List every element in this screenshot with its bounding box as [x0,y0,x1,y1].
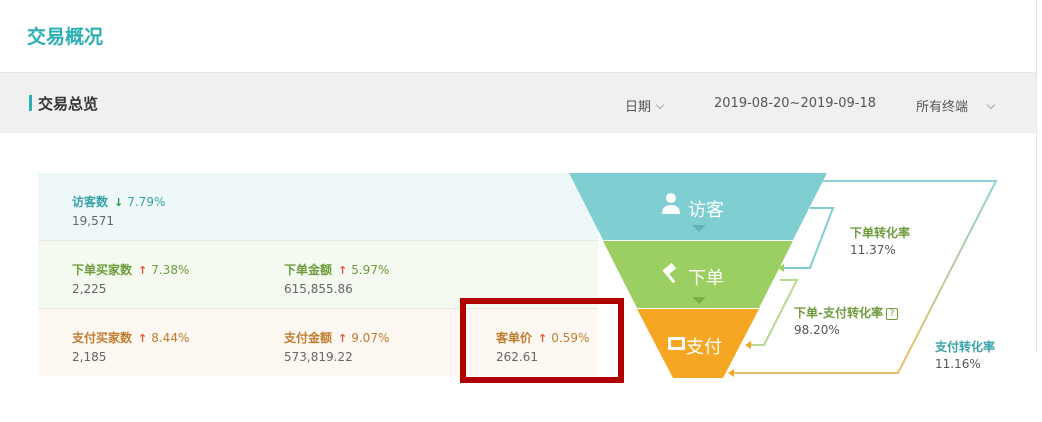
metric-change: 5.97% [351,263,390,277]
user-icon [662,193,680,214]
metric-value: 615,855.86 [284,282,353,296]
funnel-label-visitors: 访客 [688,200,724,221]
metric-value: 2,225 [72,282,107,296]
page-title: 交易概况 [27,26,104,48]
wallet-icon [668,337,685,350]
order-conversion: 下单转化率 11.37% [850,224,910,257]
arrow-up-icon: ↑ [138,264,148,277]
arrow-up-icon: ↑ [138,332,148,345]
funnel-stage-orders [603,241,793,308]
date-range-value: 2019-08-20~2019-09-18 [714,96,876,111]
metric-label: 下单买家数 [72,263,133,277]
triangle-down-icon [692,225,706,232]
metric-change: 7.79% [127,195,166,209]
panel-border [1036,0,1037,352]
orders-row [38,241,598,308]
metric-label: 支付买家数 [72,331,133,345]
conversion-name: 下单-支付转化率? [794,304,898,321]
metric-label: 访客数 [72,195,109,209]
metric-pay-buyers: 支付买家数 ↑8.44% 2,185 [72,329,189,364]
arrow-up-icon: ↑ [338,264,348,277]
header-divider [0,72,1036,73]
payments-row [38,309,598,376]
metric-value: 2,185 [72,350,107,364]
metric-unit-price: 客单价 ↑0.59% 262.61 [496,329,589,364]
metric-pay-amount: 支付金额 ↑9.07% 573,819.22 [284,329,389,364]
overview-header: 交易总览 日期 2019-08-20~2019-09-18 所有终端 [0,73,1036,133]
conversion-name: 支付转化率 [935,340,996,354]
funnel-label-payments: 支付 [686,337,722,358]
order-to-pay-conversion: 下单-支付转化率? 98.20% [794,304,898,337]
metric-change: 0.59% [551,331,590,345]
date-type-dropdown[interactable]: 日期 [625,96,665,115]
highlight-annotation [460,298,624,383]
arrow-left-icon [778,264,784,272]
metric-label: 下单金额 [284,263,333,277]
arrow-up-icon: ↑ [538,332,548,345]
overall-conversion-connector [734,180,998,374]
conversion-rate: 11.37% [850,243,896,257]
date-type-label: 日期 [625,100,652,115]
section-title: 交易总览 [38,95,99,113]
metric-order-buyers: 下单买家数 ↑7.38% 2,225 [72,261,189,296]
triangle-down-icon [692,297,706,304]
metric-visitors: 访客数 ↓7.79% 19,571 [72,193,165,228]
gavel-icon [662,262,677,284]
funnel-label-orders: 下单 [688,268,724,289]
terminal-label: 所有终端 [916,100,969,115]
metric-value: 573,819.22 [284,350,353,364]
conversion-name-text: 下单-支付转化率 [794,306,883,320]
row-divider [38,240,598,241]
funnel-stage-payments [637,309,759,378]
row-divider [38,308,598,309]
visitors-row [38,173,598,240]
arrow-left-icon [728,369,734,377]
conversion-rate: 98.20% [794,323,840,337]
conversion-rate: 11.16% [935,357,981,371]
arrow-left-icon [745,341,751,349]
metric-label: 客单价 [496,331,533,345]
metric-order-amount: 下单金额 ↑5.97% 615,855.86 [284,261,389,296]
metric-value: 262.61 [496,350,538,364]
arrow-up-icon: ↑ [338,332,348,345]
terminal-dropdown[interactable]: 所有终端 [916,96,996,115]
pay-conversion: 支付转化率 11.16% [935,338,995,371]
date-range-picker[interactable]: 2019-08-20~2019-09-18 [714,96,876,111]
section-accent [29,95,32,111]
funnel-stage-visitors [569,173,827,240]
help-icon[interactable]: ? [885,308,898,320]
metric-value: 19,571 [72,214,114,228]
metric-change: 9.07% [351,331,390,345]
metric-change: 7.38% [151,263,190,277]
metric-label: 支付金额 [284,331,333,345]
arrow-down-icon: ↓ [114,196,124,209]
order-conversion-connector [784,207,835,269]
pay-conversion-connector [751,279,799,346]
conversion-name: 下单转化率 [850,226,911,240]
metric-change: 8.44% [151,331,190,345]
